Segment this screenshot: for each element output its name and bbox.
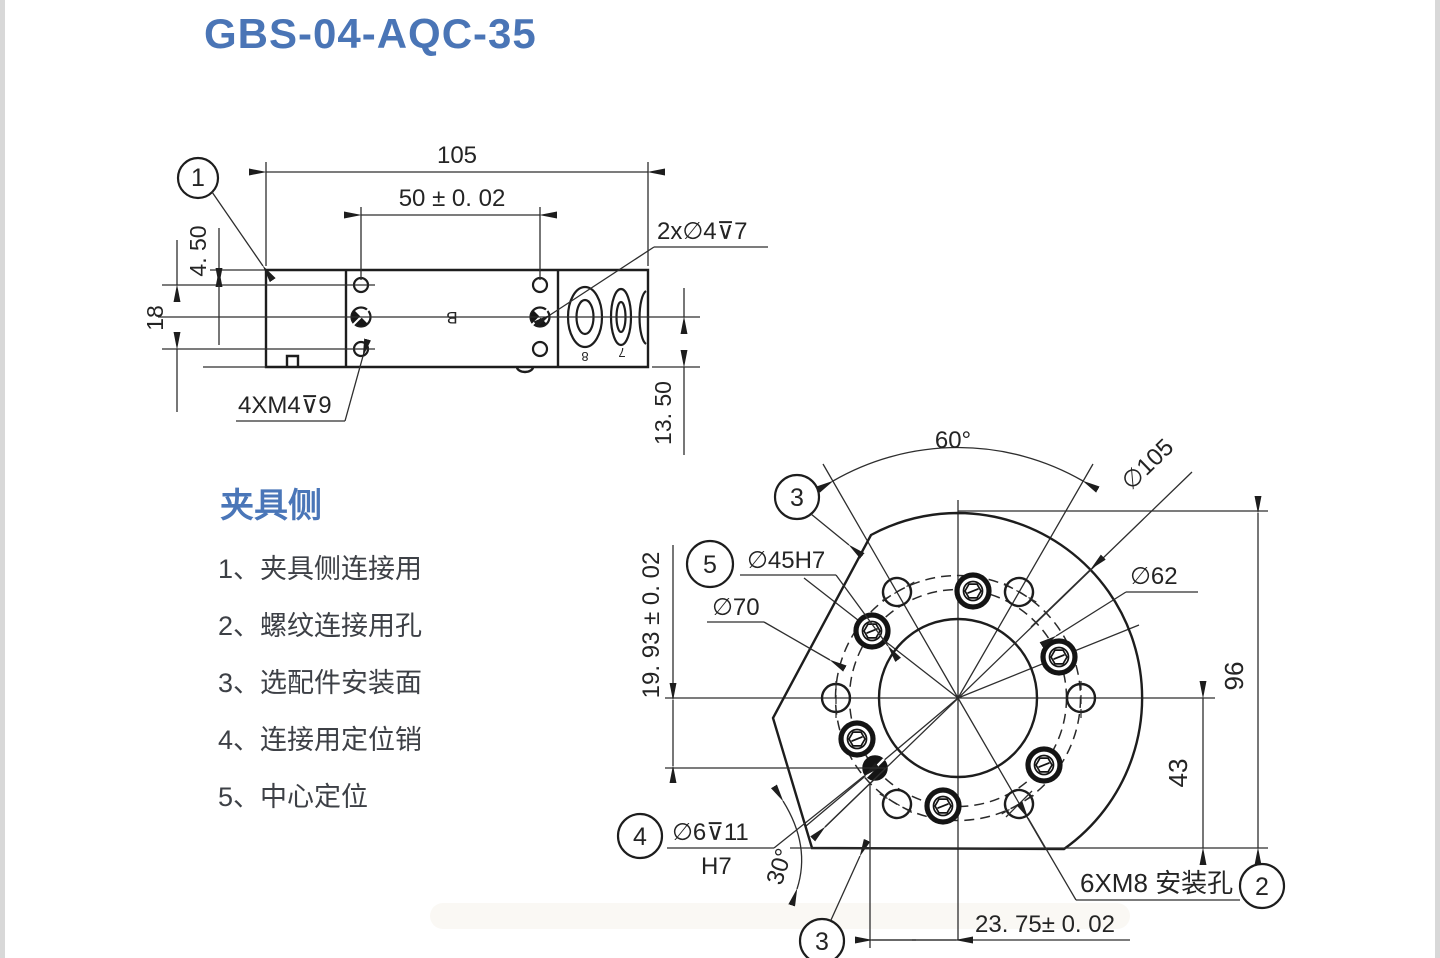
socket-screw (841, 723, 873, 755)
thread-holes-label: 4XM4⊽9 (238, 392, 332, 419)
balloon-4-label: 4 (633, 823, 647, 851)
page-right-border (1435, 0, 1440, 958)
mount-hole (871, 568, 923, 616)
dim-line-105dia (824, 471, 1193, 828)
balloon-1-label: 1 (191, 164, 205, 192)
block-outline (264, 268, 650, 374)
pin-hole-fit-label: H7 (701, 853, 732, 880)
balloon-1-leader (211, 191, 276, 283)
dim-arc-30 (770, 784, 803, 907)
balloon-3-bottom-label: 3 (815, 928, 829, 956)
dim-center-bore-label: ∅45H7 (747, 547, 825, 574)
mount-hole (993, 568, 1045, 616)
page-left-border (0, 0, 5, 958)
balloon-3-top (773, 473, 821, 521)
socket-screw (856, 615, 888, 647)
legend-item-5: 5、中心定位 (218, 782, 368, 812)
balloon-1 (176, 156, 220, 200)
balloon-3-top-leader (810, 513, 865, 559)
legend-item-1: 1、夹具侧连接用 (218, 554, 422, 584)
pin-holes-leader (533, 246, 655, 328)
page-title: GBS-04-AQC-35 (204, 10, 537, 57)
socket-screw (927, 790, 959, 822)
balloon-2 (1238, 862, 1286, 910)
socket-screw (1043, 641, 1075, 673)
center-bore (877, 617, 1039, 779)
legend: 夹具侧 1、夹具侧连接用 2、螺纹连接用孔 3、选配件安装面 4、连接用定位销 … (218, 487, 422, 812)
dim-angle-60: 60° (935, 427, 971, 454)
balloon-3-top-label: 3 (790, 484, 804, 512)
dim-arc-60 (816, 446, 1100, 493)
front-view: 60° ∅105 ∅62 5 ∅45H7 ∅70 3 (616, 427, 1286, 958)
dim-arrow-105-a (1030, 554, 1106, 628)
dim-overall-width: 105 (437, 142, 477, 169)
port-8-label: 8 (581, 349, 588, 364)
dim-pin-offset-x: 23. 75± 0. 02 (975, 911, 1115, 938)
dim-row-spacing: 18 (142, 305, 168, 331)
socket-screw (957, 575, 989, 607)
balloon-5-label: 5 (703, 551, 717, 579)
dim-port-depth: 13. 50 (650, 381, 676, 445)
dim-hole-spacing: 50 ± 0. 02 (399, 185, 506, 212)
balloon-3-bottom (798, 917, 846, 958)
dim-outer-diameter: ∅105 (1116, 434, 1179, 496)
dim-top-offset: 4. 50 (185, 225, 211, 276)
thread-holes-leader (344, 338, 371, 422)
dim-bolt-circle-70-label: ∅70 (712, 594, 760, 621)
legend-item-2: 2、螺纹连接用孔 (218, 611, 422, 641)
pin-hole-dia-label: ∅6⊽11 (672, 819, 749, 846)
d45-leader (835, 574, 901, 662)
flange-outline (771, 511, 1144, 851)
d70-leader (763, 621, 847, 672)
balloon-5 (685, 539, 735, 589)
balloon-4 (616, 812, 664, 860)
mount-holes-label: 6XM8 安装孔 (1080, 868, 1233, 898)
pin-hole-leader (773, 762, 880, 849)
dim-arrow-105-b (810, 768, 886, 842)
dim-angle-30: 30° (761, 845, 798, 888)
dim-bolt-circle-62-label: ∅62 (1130, 563, 1178, 590)
faint-watermark (430, 903, 1130, 929)
mount-hole (871, 780, 923, 828)
d62-leader (1039, 591, 1127, 649)
balloon-2-label: 2 (1255, 873, 1269, 901)
port-7-label: 7 (618, 345, 625, 360)
legend-item-4: 4、连接用定位销 (218, 725, 422, 755)
legend-item-3: 3、选配件安装面 (218, 668, 422, 698)
socket-screw (1028, 749, 1060, 781)
pin-holes-label: 2x∅4⊽7 (657, 218, 748, 245)
legend-heading: 夹具侧 (220, 487, 322, 525)
front-extension-lines (665, 510, 1268, 948)
mount-holes-leader (1016, 801, 1077, 901)
balloon-3-bottom-leader (830, 838, 871, 921)
dim-pin-offset-y: 19. 93 ± 0. 02 (638, 552, 665, 699)
dim-height-43: 43 (1163, 759, 1193, 788)
dim-height-96: 96 (1219, 662, 1249, 691)
side-extension-lines (158, 162, 700, 368)
side-view: 8 7 B 105 50 ± 0. 02 4. 50 18 13. 50 (142, 142, 768, 455)
